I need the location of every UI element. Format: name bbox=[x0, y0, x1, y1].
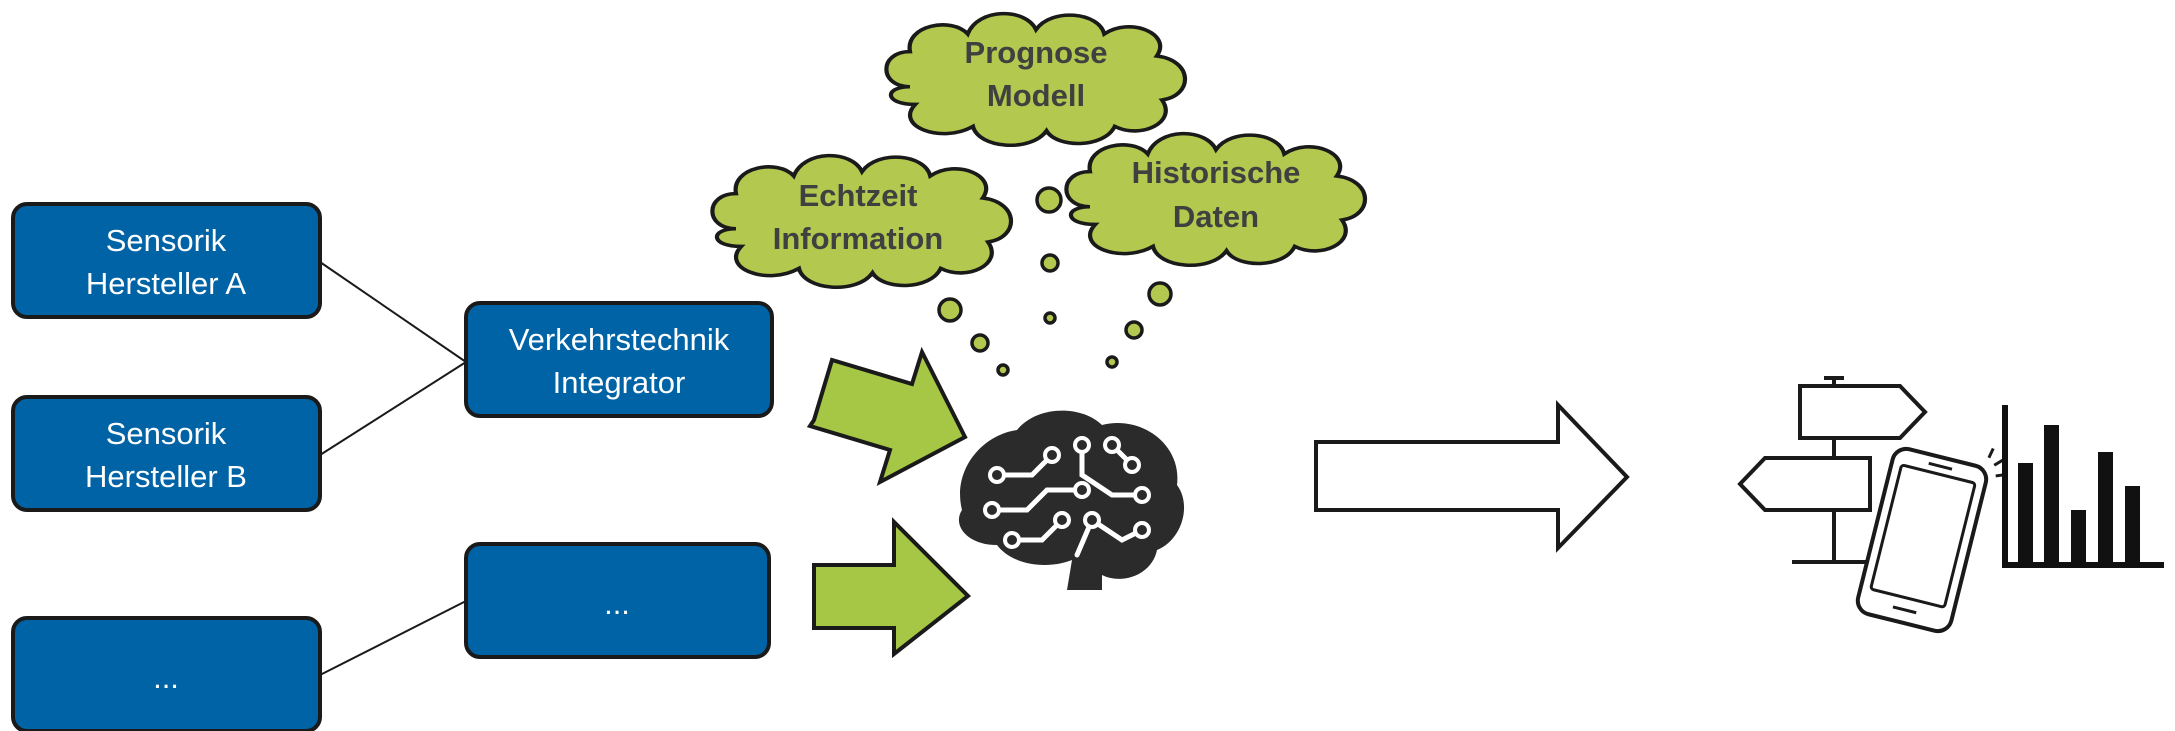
integrator-box-main: Verkehrstechnik Integrator bbox=[464, 301, 774, 418]
dot bbox=[970, 333, 990, 353]
input-arrows bbox=[806, 346, 972, 659]
source-b-label-1: Sensorik bbox=[106, 416, 227, 451]
connector-a bbox=[319, 261, 467, 363]
integrator-box-other: ... bbox=[464, 542, 771, 659]
source-c-label: ... bbox=[153, 660, 179, 695]
dot bbox=[1035, 186, 1063, 214]
connector-lines bbox=[319, 261, 467, 676]
source-box-c: ... bbox=[11, 616, 322, 731]
dot bbox=[1147, 281, 1173, 307]
cloud-echtzeit: Echtzeit Information bbox=[712, 156, 1011, 288]
brain-circuit-icon bbox=[958, 410, 1185, 590]
source-b-label-2: Hersteller B bbox=[85, 459, 247, 494]
cloud-echtzeit-line1: Echtzeit bbox=[799, 178, 918, 213]
arrow-lower bbox=[812, 517, 972, 659]
integrator-other-label: ... bbox=[604, 586, 630, 621]
signpost-icon bbox=[1737, 376, 1928, 564]
dot bbox=[1040, 253, 1060, 273]
cloud-historische: Historische Daten bbox=[1066, 134, 1365, 266]
dot bbox=[1124, 320, 1144, 340]
source-box-b: Sensorik Hersteller B bbox=[11, 395, 322, 512]
thought-dots bbox=[937, 186, 1173, 377]
source-a-label-2: Hersteller A bbox=[86, 266, 247, 301]
cloud-prognose-line2: Modell bbox=[987, 78, 1085, 113]
connector-c bbox=[319, 600, 467, 676]
cloud-prognose-line1: Prognose bbox=[965, 35, 1108, 70]
connector-b bbox=[319, 361, 467, 456]
source-a-label-1: Sensorik bbox=[106, 223, 227, 258]
bar-chart-icon bbox=[2002, 405, 2164, 568]
dot bbox=[1043, 311, 1057, 325]
cloud-historische-line1: Historische bbox=[1132, 155, 1301, 190]
integrator-label-2: Integrator bbox=[553, 365, 686, 400]
dot bbox=[996, 363, 1010, 377]
cloud-historische-line2: Daten bbox=[1173, 199, 1259, 234]
arrow-upper bbox=[806, 346, 968, 487]
cloud-prognose: Prognose Modell bbox=[886, 14, 1185, 146]
dot bbox=[937, 297, 963, 323]
cloud-echtzeit-line2: Information bbox=[773, 221, 944, 256]
output-arrow bbox=[1314, 400, 1630, 553]
integrator-label-1: Verkehrstechnik bbox=[509, 322, 730, 357]
smartphone-icon bbox=[1855, 446, 2007, 634]
source-box-a: Sensorik Hersteller A bbox=[11, 202, 322, 319]
dot bbox=[1105, 355, 1119, 369]
